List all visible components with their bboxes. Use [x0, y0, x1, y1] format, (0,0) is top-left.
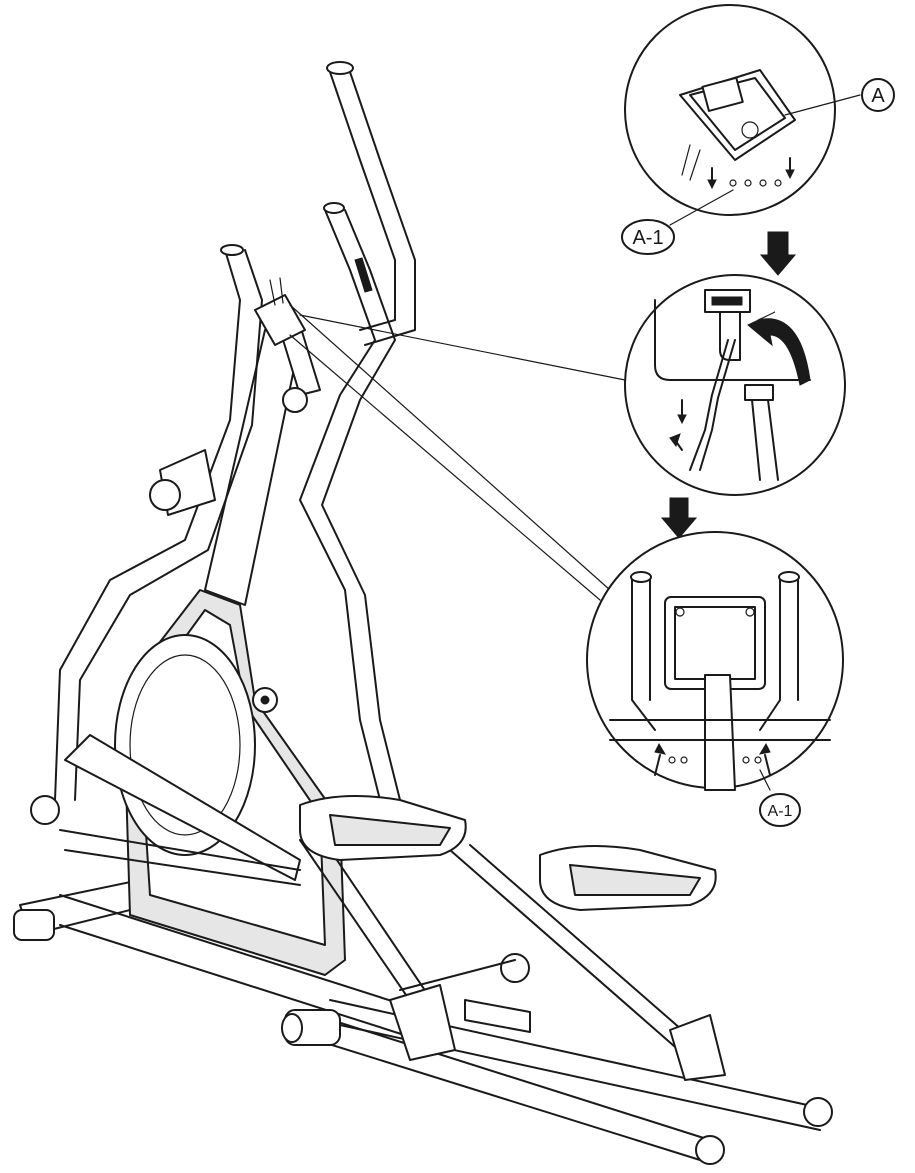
main-column: [204, 324, 321, 606]
left-pedal: [299, 795, 467, 861]
label-a1-top: A-1: [632, 227, 663, 249]
elliptical-machine: [13, 61, 833, 1165]
arrow-down-1: [759, 231, 797, 276]
label-circle-a: [861, 78, 895, 112]
left-handlebar: [30, 244, 263, 825]
screw-set-top: [707, 157, 795, 190]
label-circle-a1-top: [621, 219, 675, 255]
label-a1-bottom: A-1: [768, 803, 793, 820]
leader-line-mid: [289, 304, 611, 591]
console-mount-plate: [254, 277, 306, 346]
leader-line-bottom: [289, 334, 601, 601]
label-a: A: [871, 85, 885, 107]
pedal-arms: [59, 734, 726, 1081]
arrow-down-2: [660, 497, 698, 539]
detail-console: A A-1: [621, 4, 895, 255]
detail-cable-connection: [624, 274, 846, 496]
leader-line-top: [299, 314, 626, 381]
label-circle-a1-bottom: [759, 793, 801, 827]
rotate-arrow-icon: [747, 311, 811, 386]
detail-console-mounting: A-1: [586, 531, 844, 827]
screw-set-bottom: [654, 742, 771, 776]
right-pedal: [539, 845, 717, 911]
right-handlebar: [299, 61, 416, 801]
